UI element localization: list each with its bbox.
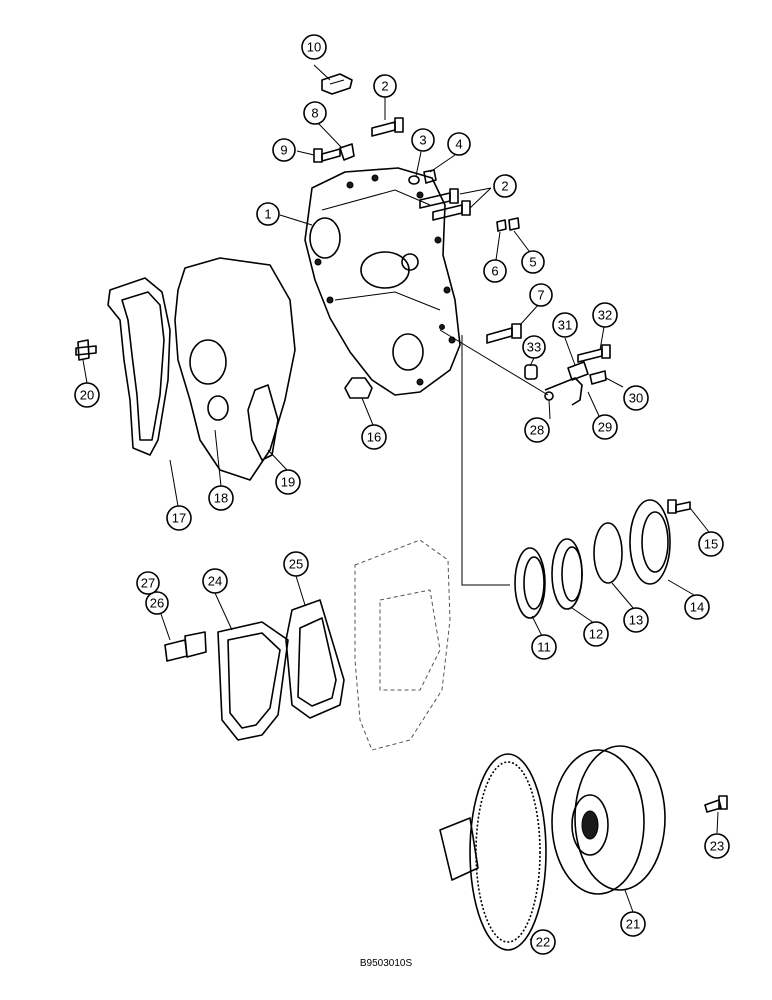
svg-text:7: 7 [537,288,544,303]
callout-2: 2 [373,74,397,98]
engine-block-outline [354,539,451,751]
sensor-tube-part [439,329,589,406]
svg-text:27: 27 [141,576,155,591]
svg-text:5: 5 [529,255,536,270]
callout-21: 21 [620,911,646,937]
leader-line [461,335,510,586]
callout-25: 25 [283,551,309,577]
callout-10: 10 [301,34,327,60]
svg-text:25: 25 [289,557,303,572]
callout-19: 19 [275,469,301,495]
flywheel-housing-part [304,167,461,396]
flywheel-part [551,745,666,895]
svg-text:19: 19 [281,475,295,490]
svg-text:29: 29 [598,420,612,435]
svg-text:26: 26 [150,596,164,611]
gasket-bolt-part [75,339,97,361]
callout-6: 6 [483,259,507,283]
clip-part [339,143,355,161]
svg-text:15: 15 [704,537,718,552]
leader-lines [82,64,719,941]
callout-15: 15 [698,531,724,557]
svg-text:10: 10 [307,40,321,55]
svg-text:33: 33 [527,340,541,355]
callout-3: 3 [411,128,435,152]
callout-32: 32 [592,302,618,328]
callout-26: 26 [145,591,169,615]
callout-14: 14 [684,594,710,620]
svg-text:16: 16 [367,430,381,445]
svg-text:9: 9 [280,143,287,158]
crank-hub-part [439,817,479,881]
small-bolt-part [313,148,341,163]
callout-2: 2 [493,174,517,198]
bolt-bushing-parts [524,344,611,385]
plate-gasket-part [285,599,345,719]
callout-22: 22 [530,929,556,955]
fitting-parts [496,217,520,232]
gasket-set-part [107,257,296,481]
callout-5: 5 [521,250,545,274]
svg-text:31: 31 [558,318,572,333]
svg-text:12: 12 [589,627,603,642]
callout-20: 20 [74,382,100,408]
cap-part [321,73,353,95]
callout-28: 28 [524,417,550,443]
svg-text:11: 11 [537,640,551,655]
callout-9: 9 [272,138,296,162]
callout-7: 7 [529,283,553,307]
callout-11: 11 [531,634,557,660]
svg-text:8: 8 [311,106,318,121]
seal-bolt-part [667,499,691,514]
svg-text:6: 6 [491,264,498,279]
callout-13: 13 [623,607,649,633]
callout-18: 18 [208,485,234,511]
svg-text:23: 23 [710,839,724,854]
cover-plate-part [217,621,289,741]
svg-text:32: 32 [598,308,612,323]
long-bolt-part [486,323,522,344]
svg-text:4: 4 [455,137,462,152]
callout-27: 27 [136,571,160,595]
callout-33: 33 [522,335,546,359]
bolt-part [371,117,471,221]
callout-29: 29 [592,414,618,440]
svg-text:30: 30 [629,391,643,406]
callout-30: 30 [623,385,649,411]
washer-nut-parts [408,169,437,185]
flywheel-bolt-part [704,795,728,813]
svg-text:20: 20 [80,388,94,403]
callout-17: 17 [166,505,192,531]
plug-part [344,377,373,399]
svg-text:28: 28 [530,423,544,438]
ring-gear-part [469,753,547,951]
callout-24: 24 [202,568,228,594]
svg-text:3: 3 [419,133,426,148]
svg-text:22: 22 [536,935,550,950]
callout-31: 31 [552,312,578,338]
callout-23: 23 [704,833,730,859]
callout-16: 16 [361,424,387,450]
plug-fitting-part [164,631,207,662]
svg-text:2: 2 [501,179,508,194]
svg-text:17: 17 [172,511,186,526]
callout-1: 1 [256,202,280,226]
drawing-code: B9503010S [359,958,413,969]
callout-4: 4 [447,132,471,156]
seal-set-part [514,499,671,619]
callout-8: 8 [303,101,327,125]
svg-text:14: 14 [690,600,704,615]
callout-12: 12 [583,621,609,647]
svg-text:24: 24 [208,574,222,589]
svg-text:18: 18 [214,491,228,506]
svg-text:1: 1 [264,207,271,222]
svg-text:2: 2 [381,79,388,94]
svg-text:21: 21 [626,917,640,932]
svg-text:13: 13 [629,613,643,628]
